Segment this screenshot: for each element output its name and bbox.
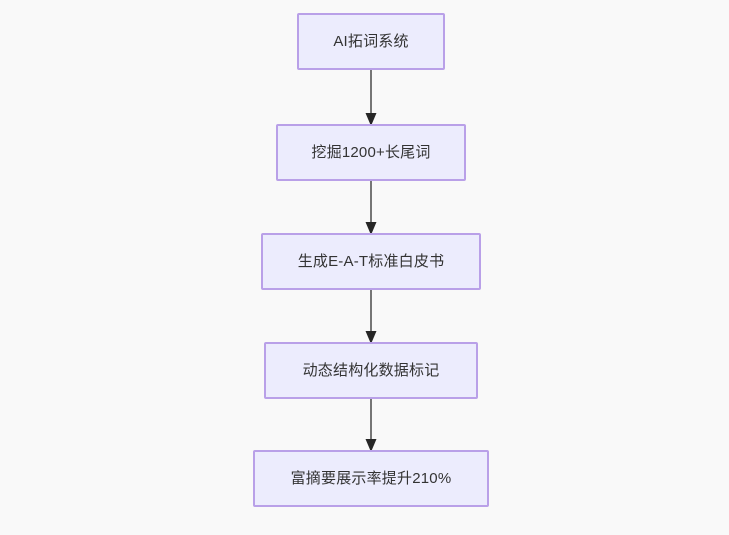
flow-node-rich-snippet-impression-lift[interactable]: 富摘要展示率提升210%	[253, 450, 489, 507]
flow-node-ai-keyword-system[interactable]: AI拓词系统	[297, 13, 445, 70]
flow-node-label: 富摘要展示率提升210%	[290, 469, 452, 487]
flow-node-mine-longtail-keywords[interactable]: 挖掘1200+长尾词	[276, 124, 466, 181]
flow-node-dynamic-structured-data-markup[interactable]: 动态结构化数据标记	[264, 342, 478, 399]
flow-node-label: 挖掘1200+长尾词	[311, 143, 431, 161]
flow-node-label: 动态结构化数据标记	[302, 361, 440, 379]
edge-node4-to-node5	[361, 397, 381, 454]
edge-node1-to-node2	[361, 68, 381, 128]
flow-node-label: AI拓词系统	[333, 32, 409, 50]
edge-node2-to-node3	[361, 179, 381, 237]
flow-node-generate-eat-whitepaper[interactable]: 生成E-A-T标准白皮书	[261, 233, 481, 290]
flow-node-label: 生成E-A-T标准白皮书	[297, 252, 445, 270]
edge-node3-to-node4	[361, 288, 381, 346]
